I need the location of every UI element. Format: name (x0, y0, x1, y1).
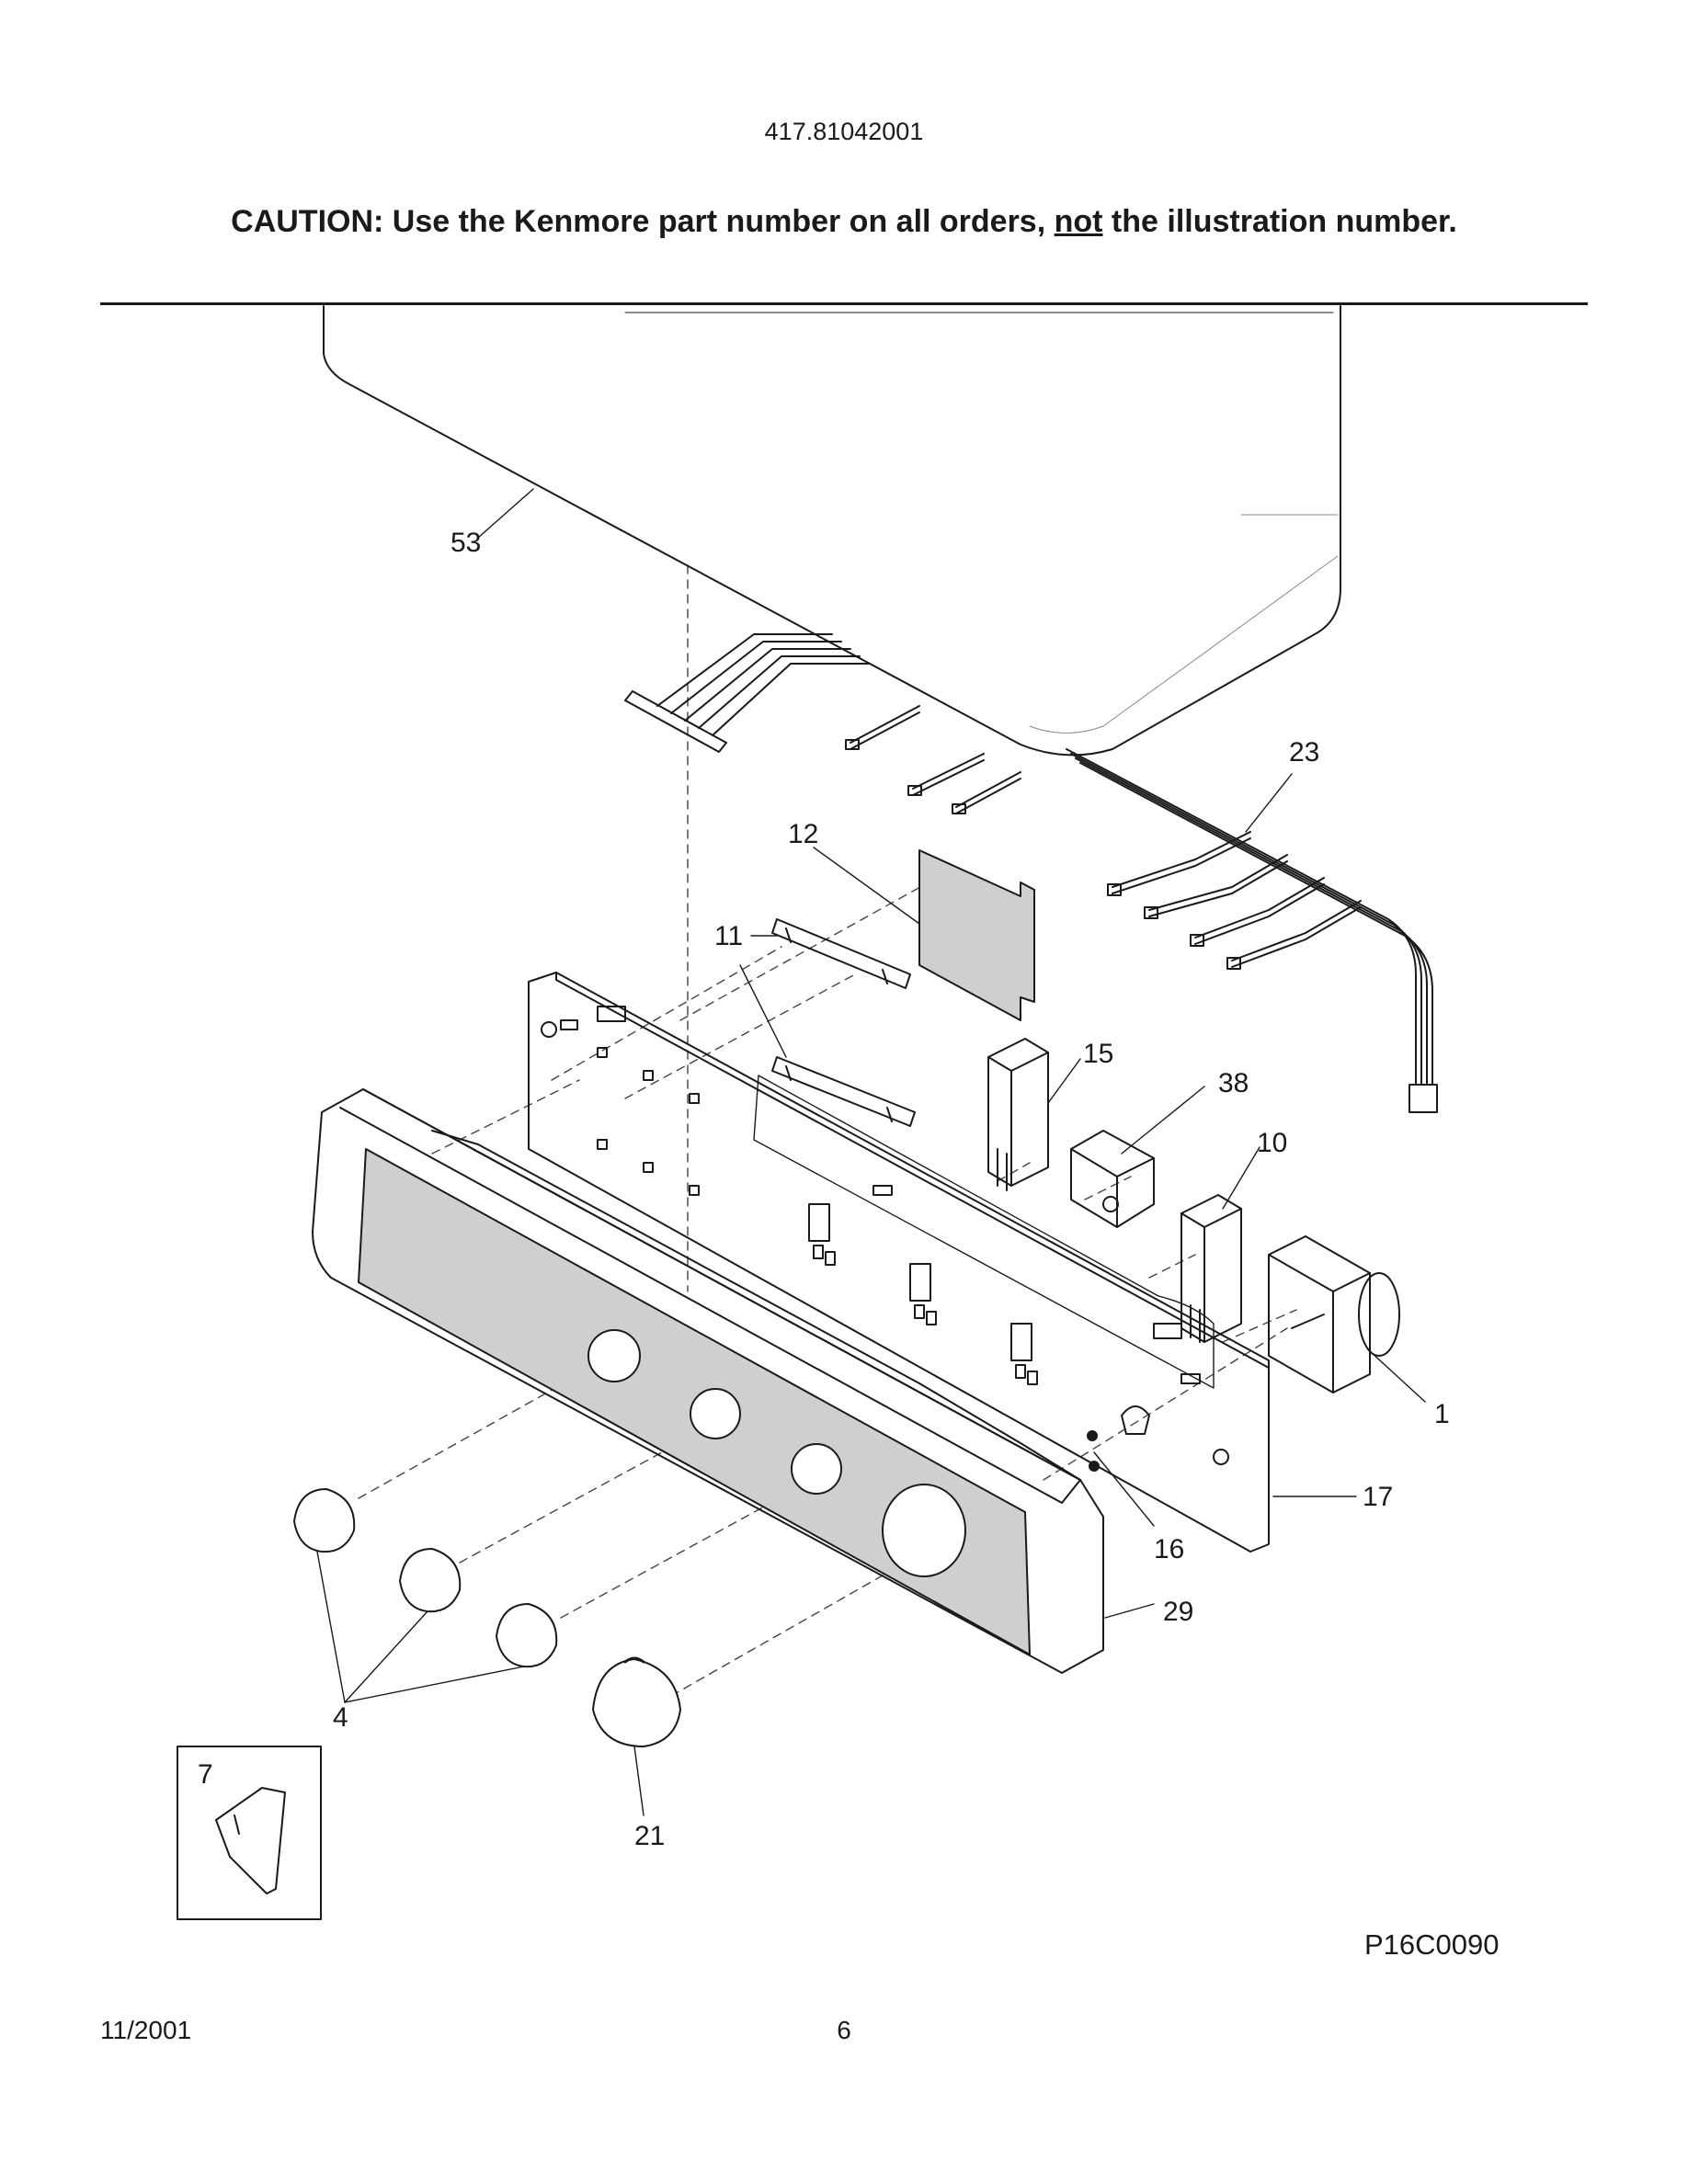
timer-part-1 (1268, 1235, 1400, 1393)
caution-prefix: CAUTION: Use the Kenmore part number on … (231, 204, 1055, 239)
model-number: 417.81042001 (764, 118, 924, 145)
knob-part-4-b (399, 1548, 462, 1613)
callout-4: 4 (333, 1702, 348, 1733)
callout-38: 38 (1218, 1068, 1249, 1098)
switch-mounts (808, 1203, 1038, 1385)
callout-7: 7 (198, 1759, 213, 1790)
footer-date: 11/2001 (100, 2016, 192, 2044)
callout-21: 21 (634, 1821, 665, 1851)
callout-17: 17 (1363, 1482, 1393, 1512)
callout-16: 16 (1154, 1534, 1184, 1564)
header-rule (100, 302, 1588, 305)
callout-labels: 53 23 12 11 15 38 10 1 17 16 29 4 7 21 (198, 528, 1450, 1851)
callout-12: 12 (788, 819, 818, 849)
callout-53: 53 (451, 528, 481, 558)
callout-1: 1 (1434, 1399, 1450, 1429)
switch-part-10 (1180, 1194, 1242, 1343)
wire-harness-left (624, 633, 1021, 814)
knob-part-21 (592, 1656, 681, 1747)
callout-23: 23 (1289, 737, 1319, 768)
caution-suffix: the illustration number. (1102, 204, 1457, 239)
console-part-29 (312, 1088, 1104, 1674)
circuit-board-part-12 (918, 849, 1035, 1021)
switch-part-38 (1070, 1130, 1155, 1228)
switch-part-15 (987, 1038, 1049, 1191)
bracket-part-11 (771, 918, 916, 1127)
callout-10: 10 (1257, 1128, 1287, 1158)
leader-lines (316, 488, 1426, 1816)
callout-29: 29 (1163, 1597, 1193, 1627)
wire-harness-part-23 (1066, 748, 1438, 1113)
inset-part-7-box (177, 1746, 322, 1920)
callout-15: 15 (1083, 1039, 1113, 1069)
knob-part-4-a (293, 1488, 356, 1553)
knob-part-4-c (496, 1603, 558, 1668)
callout-11: 11 (714, 921, 743, 951)
caution-note: CAUTION: Use the Kenmore part number on … (0, 204, 1688, 240)
caution-underlined-word: not (1054, 204, 1103, 239)
figure-code: P16C0090 (1364, 1928, 1500, 1961)
top-cover-part-53 (323, 305, 1341, 756)
page-number: 6 (837, 2016, 851, 2044)
